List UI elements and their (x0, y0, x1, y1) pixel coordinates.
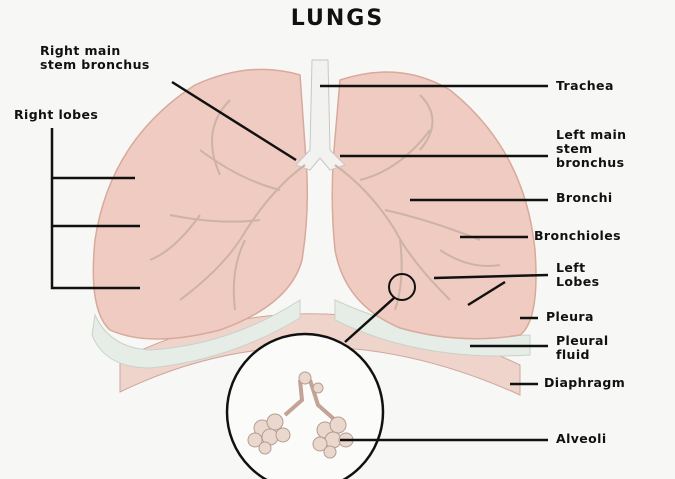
label-left-main-stem-bronchus: Left main stem bronchus (556, 128, 626, 170)
label-pleural-fluid: Pleural fluid (556, 334, 609, 362)
label-right-main-stem-bronchus: Right main stem bronchus (40, 44, 150, 72)
label-right-lobes: Right lobes (14, 108, 98, 122)
label-pleura: Pleura (546, 310, 594, 324)
label-bronchi: Bronchi (556, 191, 613, 205)
right-lung-shape (93, 69, 307, 339)
label-bronchioles: Bronchioles (534, 229, 621, 243)
label-alveoli: Alveoli (556, 432, 607, 446)
left-lung-shape (332, 72, 536, 339)
label-diaphragm: Diaphragm (544, 376, 625, 390)
label-left-lobes: Left Lobes (556, 261, 599, 289)
label-trachea: Trachea (556, 79, 614, 93)
alveoli-magnified-circle (227, 334, 383, 479)
